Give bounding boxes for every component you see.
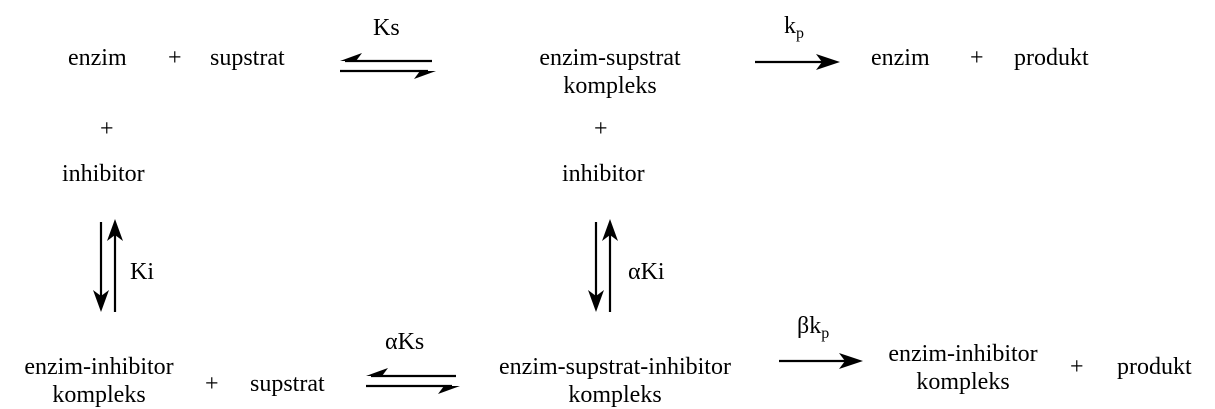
alpha-ki-constant-label: αKi — [628, 259, 665, 285]
complex-line-1: enzim-supstrat — [539, 45, 681, 71]
plus-sign: + — [100, 116, 114, 142]
product-label: produkt — [1014, 45, 1089, 71]
complex-line-1: enzim-inhibitor — [24, 354, 174, 380]
plus-sign: + — [205, 371, 219, 397]
complex-line-2: kompleks — [568, 382, 662, 408]
equilibrium-arrow-ki — [93, 219, 123, 312]
enzyme-inhibitor-complex-product-label: enzim-inhibitor kompleks — [868, 340, 1058, 396]
alpha-ks-constant-label: αKs — [385, 329, 425, 355]
equilibrium-arrow-alpha-ki — [588, 219, 618, 312]
complex-line-2: kompleks — [52, 382, 146, 408]
plus-sign: + — [594, 116, 608, 142]
forward-arrow-kp — [755, 54, 840, 70]
kp-main: k — [784, 13, 796, 39]
complex-line-2: kompleks — [563, 73, 657, 99]
beta-kp-main: βk — [797, 313, 822, 339]
inhibitor-label: inhibitor — [562, 161, 645, 187]
plus-sign: + — [1070, 354, 1084, 380]
ki-constant-label: Ki — [130, 259, 154, 285]
enzyme-inhibitor-complex-label: enzim-inhibitor kompleks — [4, 353, 194, 409]
enzyme-product-side-label: enzim — [871, 45, 930, 71]
equilibrium-arrow-alpha-ks — [366, 368, 460, 394]
inhibitor-label: inhibitor — [62, 161, 145, 187]
enzyme-substrate-complex-label: enzim-supstrat kompleks — [490, 44, 730, 100]
complex-line-1: enzim-supstrat-inhibitor — [499, 354, 731, 380]
substrate-label: supstrat — [210, 45, 285, 71]
complex-line-2: kompleks — [916, 369, 1010, 395]
forward-arrow-beta-kp — [779, 353, 863, 369]
enzyme-substrate-inhibitor-complex-label: enzim-supstrat-inhibitor kompleks — [480, 353, 750, 409]
equilibrium-arrow-ks — [340, 53, 436, 79]
substrate-label: supstrat — [250, 371, 325, 397]
complex-line-1: enzim-inhibitor — [888, 341, 1038, 367]
plus-sign: + — [970, 45, 984, 71]
kp-constant-label: kp — [784, 12, 804, 42]
product-label: produkt — [1117, 354, 1192, 380]
ks-constant-label: Ks — [373, 15, 400, 41]
beta-kp-constant-label: βkp — [797, 312, 830, 342]
plus-sign: + — [168, 45, 182, 71]
kp-subscript: p — [796, 25, 804, 42]
enzyme-label: enzim — [68, 45, 127, 71]
beta-kp-subscript: p — [821, 325, 830, 342]
